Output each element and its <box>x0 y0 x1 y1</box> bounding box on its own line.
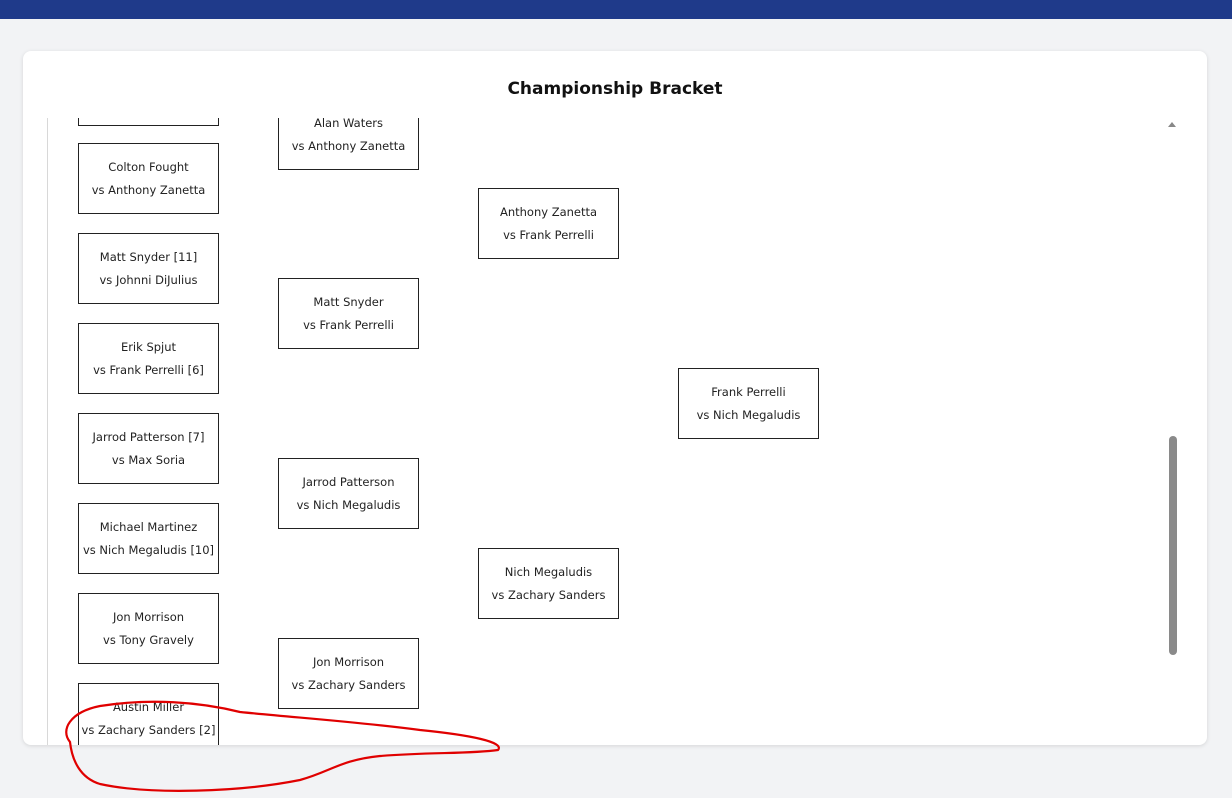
match-bottom-player: vs Zachary Sanders <box>491 587 606 602</box>
bracket-card: Championship Bracket Colton Fought vs An… <box>23 51 1207 745</box>
match-r1-6[interactable]: Jon Morrison vs Tony Gravely <box>78 593 219 664</box>
match-bottom-player: vs Zachary Sanders [2] <box>81 722 216 737</box>
match-top-player: Anthony Zanetta <box>499 204 598 219</box>
match-top-player: Nich Megaludis <box>504 564 593 579</box>
match-top-player: Matt Snyder <box>313 294 384 309</box>
match-r1-4[interactable]: Jarrod Patterson [7] vs Max Soria <box>78 413 219 484</box>
match-r4-0[interactable]: Frank Perrelli vs Nich Megaludis <box>678 368 819 439</box>
match-bottom-player: vs Johnni DiJulius <box>99 272 198 287</box>
match-r1-5[interactable]: Michael Martinez vs Nich Megaludis [10] <box>78 503 219 574</box>
match-r1-7[interactable]: Austin Miller vs Zachary Sanders [2] <box>78 683 219 745</box>
match-top-player: Frank Perrelli <box>711 384 786 399</box>
match-top-player: Jon Morrison <box>312 654 385 669</box>
match-top-player: Jarrod Patterson [7] <box>92 429 205 444</box>
match-top-player: Jon Morrison <box>112 609 185 624</box>
scrollbar-thumb[interactable] <box>1169 436 1177 655</box>
match-bottom-player: vs Nich Megaludis <box>696 407 801 422</box>
match-bottom-player: vs Anthony Zanetta <box>91 182 206 197</box>
match-r1-3[interactable]: Erik Spjut vs Frank Perrelli [6] <box>78 323 219 394</box>
match-r1-0[interactable] <box>78 118 219 126</box>
match-top-player: Michael Martinez <box>99 519 198 534</box>
match-r2-2[interactable]: Jarrod Patterson vs Nich Megaludis <box>278 458 419 529</box>
match-bottom-player: vs Zachary Sanders <box>291 677 406 692</box>
match-bottom-player: vs Tony Gravely <box>103 632 194 647</box>
match-r1-1[interactable]: Colton Fought vs Anthony Zanetta <box>78 143 219 214</box>
match-r3-0[interactable]: Anthony Zanetta vs Frank Perrelli <box>478 188 619 259</box>
match-bottom-player: vs Nich Megaludis <box>296 497 401 512</box>
match-top-player: Erik Spjut <box>120 339 177 354</box>
match-r3-1[interactable]: Nich Megaludis vs Zachary Sanders <box>478 548 619 619</box>
match-bottom-player: vs Max Soria <box>111 452 186 467</box>
vertical-scrollbar[interactable] <box>1164 118 1179 745</box>
match-bottom-player: vs Frank Perrelli [6] <box>93 362 204 377</box>
scroll-up-arrow-icon[interactable] <box>1168 122 1176 127</box>
match-top-player: Matt Snyder [11] <box>99 249 198 264</box>
match-bottom-player: vs Frank Perrelli <box>503 227 594 242</box>
match-bottom-player: vs Frank Perrelli <box>303 317 394 332</box>
match-top-player: Austin Miller <box>112 699 185 714</box>
bracket-scroll-area[interactable]: Colton Fought vs Anthony Zanetta Matt Sn… <box>47 118 1179 745</box>
match-bottom-player: vs Nich Megaludis [10] <box>82 542 215 557</box>
match-top-player: Jarrod Patterson <box>302 474 395 489</box>
match-top-player: Colton Fought <box>108 159 189 174</box>
match-top-player: Alan Waters <box>313 118 384 130</box>
match-r2-0[interactable]: Alan Waters vs Anthony Zanetta <box>278 118 419 170</box>
match-r1-2[interactable]: Matt Snyder [11] vs Johnni DiJulius <box>78 233 219 304</box>
page-title: Championship Bracket <box>507 79 723 99</box>
match-bottom-player: vs Anthony Zanetta <box>291 138 406 153</box>
top-navigation-bar <box>0 0 1232 19</box>
match-r2-1[interactable]: Matt Snyder vs Frank Perrelli <box>278 278 419 349</box>
match-r2-3[interactable]: Jon Morrison vs Zachary Sanders <box>278 638 419 709</box>
